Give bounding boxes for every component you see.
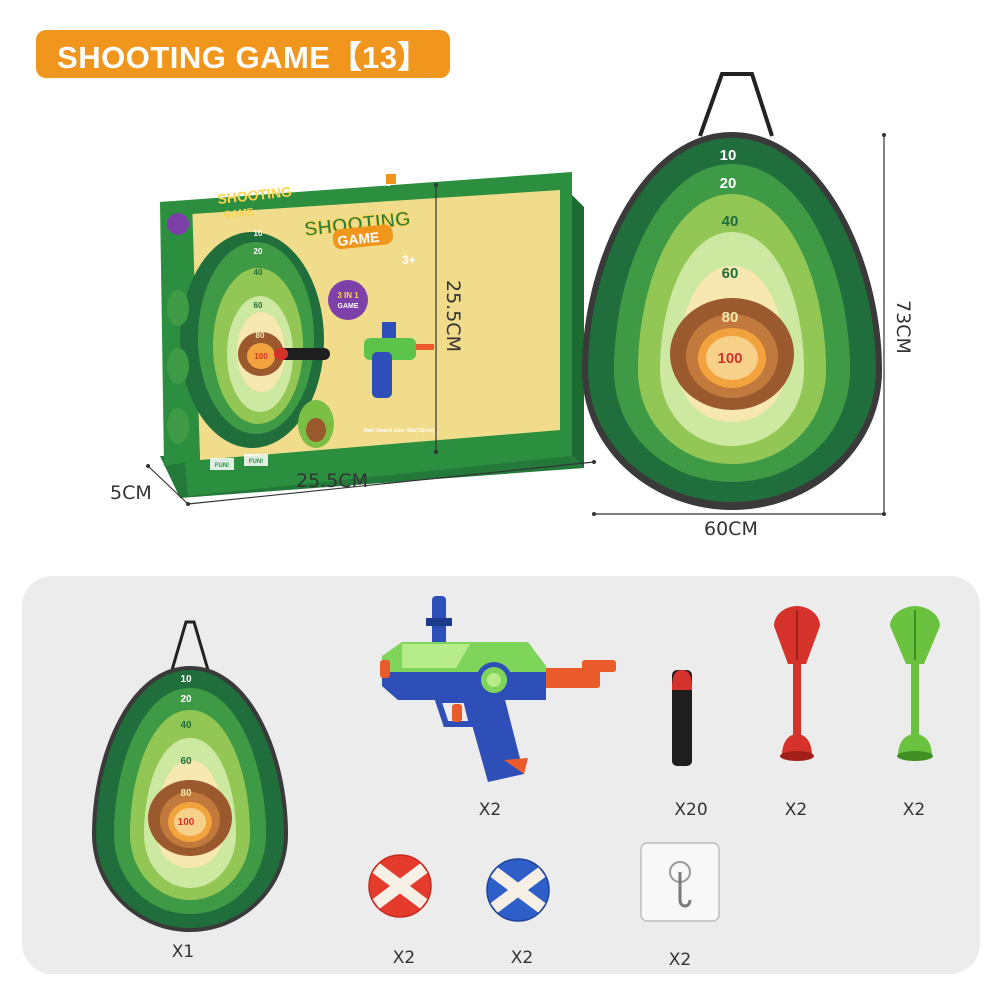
red-sticky-ball xyxy=(368,854,432,918)
small-score-20: 20 xyxy=(180,694,192,705)
box-score-10: 10 xyxy=(254,229,263,238)
small-score-10: 10 xyxy=(180,674,192,685)
box-score-100: 100 xyxy=(254,352,268,361)
small-score-100: 100 xyxy=(178,817,195,828)
toy-gun xyxy=(380,596,616,782)
qty-board: X1 xyxy=(171,942,195,962)
small-score-80: 80 xyxy=(180,788,192,799)
box-score-80: 80 xyxy=(256,331,265,340)
box-score-60: 60 xyxy=(254,301,263,310)
box-dimension-lines xyxy=(146,133,886,516)
qty-red-dart: X2 xyxy=(784,800,808,820)
box-brand-sub-large: GAME xyxy=(337,229,380,249)
qty-red-ball: X2 xyxy=(392,948,416,968)
box-3in1-top: 3 IN 1 xyxy=(337,291,359,300)
large-score-40: 40 xyxy=(722,213,739,230)
box-score-40: 40 xyxy=(254,268,263,277)
qty-blue-ball: X2 xyxy=(510,948,534,968)
large-score-80: 80 xyxy=(722,309,739,326)
large-score-60: 60 xyxy=(722,265,739,282)
foam-dart xyxy=(672,670,692,766)
dartboard-small: 10 20 40 60 80 100 xyxy=(92,620,288,932)
box-tagline: DART BOARD FOR KIDS xyxy=(320,182,391,188)
box-depth-label: 5CM xyxy=(110,482,152,504)
small-score-40: 40 xyxy=(180,720,192,731)
board-width-label: 60CM xyxy=(704,518,758,540)
page-title: SHOOTING GAME【13】 xyxy=(36,30,450,78)
qty-green-dart: X2 xyxy=(902,800,926,820)
box-height-label: 25.5CM xyxy=(442,280,464,352)
box-width-label: 25.5CM xyxy=(296,470,368,492)
box-brand-small: SHOOTING xyxy=(217,183,293,207)
qty-gun: X2 xyxy=(478,800,502,820)
qty-foam-dart: X20 xyxy=(674,800,708,820)
box-board-size-note: Dart board size: 60x73(cm) xyxy=(364,428,434,434)
large-score-20: 20 xyxy=(720,175,737,192)
board-height-label: 73CM xyxy=(892,300,914,354)
green-suction-dart xyxy=(890,606,940,761)
box-fun-label-2: FUN! xyxy=(249,459,263,465)
box-fun-label-1: FUN! xyxy=(215,463,229,469)
box-age: 3+ xyxy=(402,253,416,267)
large-score-100: 100 xyxy=(717,350,742,367)
box-score-20: 20 xyxy=(254,247,263,256)
small-score-60: 60 xyxy=(180,756,192,767)
box-3in1-bottom: GAME xyxy=(338,303,359,310)
large-score-10: 10 xyxy=(720,147,737,164)
blue-sticky-ball xyxy=(486,858,550,922)
red-suction-dart xyxy=(774,606,820,761)
qty-wall-hook: X2 xyxy=(668,950,692,970)
box-brand-sub-small: GAME xyxy=(223,207,254,221)
wall-hook xyxy=(640,842,720,922)
dartboard-large: 10 20 40 60 80 100 xyxy=(582,72,882,510)
product-box: 10 20 40 60 80 100 SHOOTING GAME DART BO… xyxy=(160,172,584,498)
